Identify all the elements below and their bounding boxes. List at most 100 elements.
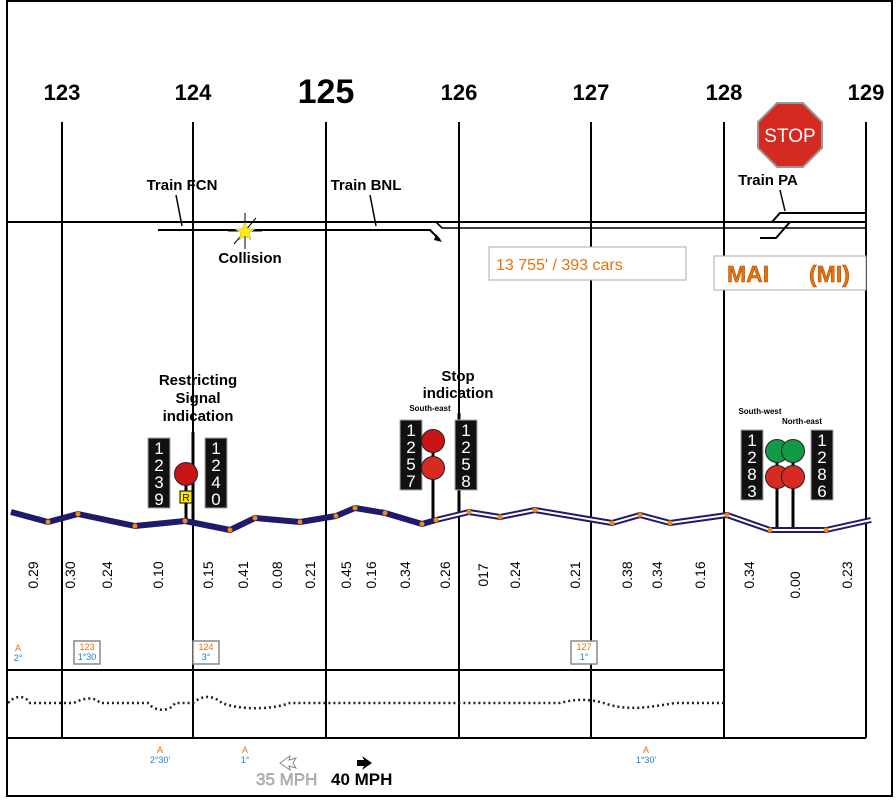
outer-frame bbox=[6, 0, 893, 797]
curve-marker: A1° bbox=[241, 745, 250, 765]
curve-degree: 3° bbox=[202, 652, 211, 662]
restricting-marker-text: R bbox=[182, 493, 189, 504]
curve-milepost: A bbox=[242, 745, 248, 755]
train-bnl-label: Train BNL bbox=[331, 177, 402, 194]
curve-milepost: A bbox=[15, 643, 21, 653]
train-length-box bbox=[488, 246, 687, 281]
grade-break-point bbox=[252, 515, 258, 521]
stop-indication-line-1: Stop bbox=[441, 368, 474, 385]
curve-milepost: A bbox=[157, 745, 163, 755]
milepost-125: 125 bbox=[298, 73, 355, 111]
grade-break-point bbox=[497, 514, 503, 520]
grade-break-point bbox=[466, 509, 472, 515]
stop-indication-line-2: indication bbox=[423, 385, 494, 402]
station-name: MAI bbox=[727, 261, 769, 287]
grade-label: 0.21 bbox=[567, 561, 583, 588]
grade-label: 0.29 bbox=[25, 561, 41, 588]
curve-marker: A2° bbox=[14, 643, 23, 663]
grade-break-point bbox=[227, 527, 233, 533]
curve-degree: 1° bbox=[580, 652, 589, 662]
grade-label: 0.26 bbox=[437, 561, 453, 588]
collision-star-icon bbox=[228, 213, 262, 249]
curve-marker: A1°30' bbox=[636, 745, 657, 765]
grade-break-point bbox=[333, 513, 339, 519]
grade-break-point bbox=[667, 520, 673, 526]
grade-label: 0.00 bbox=[787, 571, 803, 598]
milepost-123: 123 bbox=[44, 80, 81, 105]
grade-label: 0.34 bbox=[649, 561, 665, 588]
grade-break-point bbox=[132, 523, 138, 529]
grade-label: 0.45 bbox=[338, 561, 354, 588]
train-pa-label: Train PA bbox=[738, 172, 798, 189]
green-signal-lamp bbox=[781, 439, 805, 463]
red-signal-lamp bbox=[421, 429, 445, 453]
dotted-curve-path bbox=[7, 695, 724, 711]
grade-break-point bbox=[75, 511, 81, 517]
grade-break-point bbox=[609, 520, 615, 526]
milepost-126: 126 bbox=[441, 80, 478, 105]
restricting-line-3: indication bbox=[163, 408, 234, 425]
grade-break-point bbox=[382, 510, 388, 516]
train-fcn-pointer bbox=[175, 194, 183, 227]
grade-label: 0.15 bbox=[200, 561, 216, 588]
curve-milepost: 127 bbox=[576, 642, 591, 652]
grade-label: 0.16 bbox=[363, 561, 379, 588]
grade-label: 0.23 bbox=[839, 561, 855, 588]
grade-label: 0.30 bbox=[62, 561, 78, 588]
train-fcn-label: Train FCN bbox=[147, 177, 218, 194]
grade-break-point bbox=[532, 507, 538, 513]
curve-degree: 1° bbox=[241, 755, 250, 765]
grade-label: 0.34 bbox=[741, 561, 757, 588]
grade-label: 0.16 bbox=[692, 561, 708, 588]
grade-break-point bbox=[637, 512, 643, 518]
grade-label: 0.08 bbox=[269, 561, 285, 588]
grade-break-point bbox=[724, 512, 730, 518]
station-box bbox=[713, 255, 867, 291]
curve-degree: 2° bbox=[14, 653, 23, 663]
track-profile bbox=[10, 505, 872, 533]
grade-break-point bbox=[297, 519, 303, 525]
south-east-label: South-east bbox=[409, 404, 451, 413]
train-pa-pointer bbox=[779, 189, 786, 212]
alignment-dotted-line bbox=[7, 695, 724, 711]
station-code: (MI) bbox=[809, 261, 850, 287]
milepost-124: 124 bbox=[175, 80, 212, 105]
grade-label: 0.34 bbox=[397, 561, 413, 588]
grade-break-point bbox=[419, 521, 425, 527]
main-track bbox=[8, 212, 866, 241]
milepost-129: 129 bbox=[848, 80, 885, 105]
grade-break-point bbox=[767, 527, 773, 533]
forward-direction-arrow-icon bbox=[357, 756, 372, 770]
grade-break-point bbox=[182, 518, 188, 524]
curve-degree: 1°30 bbox=[78, 652, 97, 662]
red-signal-lamp bbox=[421, 456, 445, 480]
grade-break-point bbox=[352, 505, 358, 511]
restricting-line-2: Signal bbox=[175, 390, 220, 407]
grade-break-point bbox=[433, 517, 439, 523]
curve-milepost: 124 bbox=[198, 642, 213, 652]
grade-label: 017 bbox=[475, 563, 491, 587]
curve-marker: A2°30' bbox=[150, 745, 171, 765]
train-bnl-pointer bbox=[369, 194, 377, 227]
restricting-line-1: Restricting bbox=[159, 372, 237, 389]
south-west-label: South-west bbox=[738, 407, 781, 416]
speed-forward: 40 MPH bbox=[331, 770, 392, 789]
milepost-grid bbox=[8, 122, 867, 739]
